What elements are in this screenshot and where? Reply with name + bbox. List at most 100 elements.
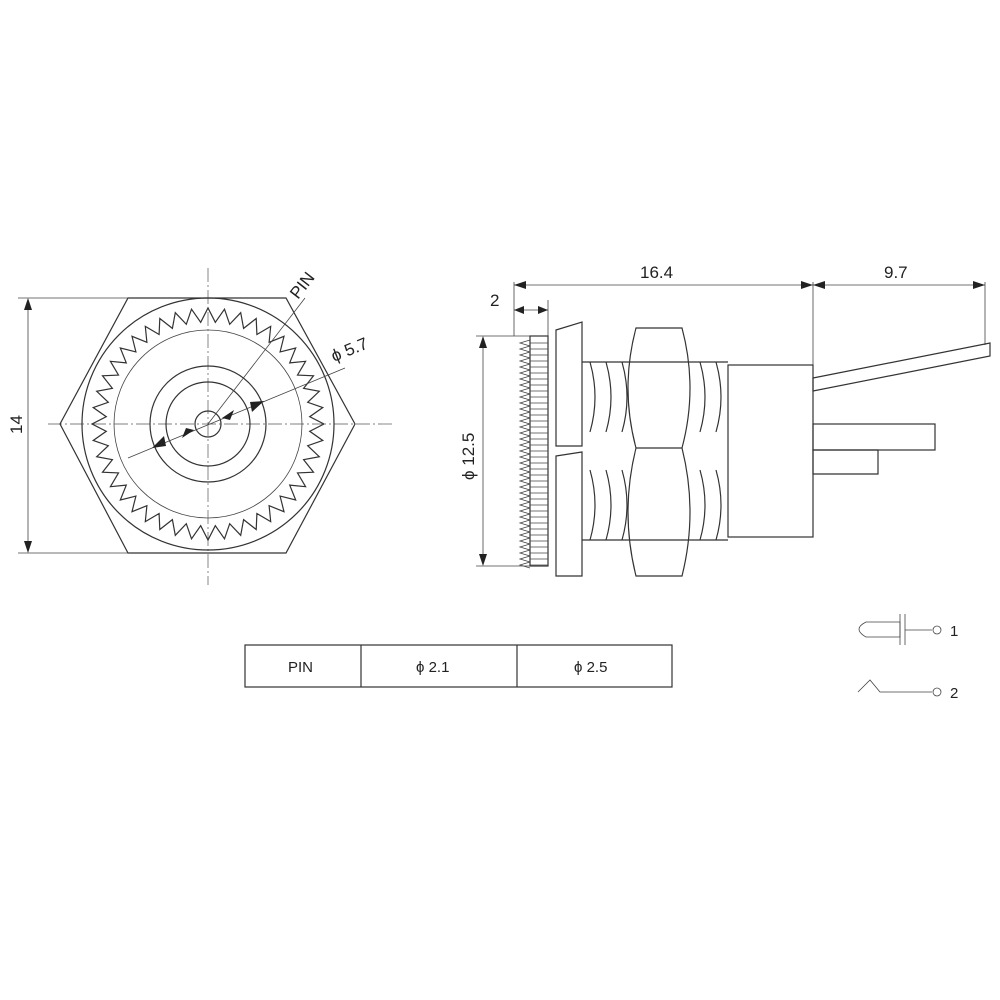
flange-tooth [518,549,531,557]
dim-arrow [514,306,524,314]
flange-tooth [518,423,531,431]
thread-ridge [589,361,596,433]
flange-tooth [518,375,531,383]
flange-tooth [518,405,531,413]
flange-tooth [518,393,531,401]
dim-arrow [514,281,526,289]
dim-arrow [250,401,264,412]
thread-ridge [699,361,706,433]
dim-arrow [152,436,166,448]
flange-tooth [518,369,531,377]
thread-ridge [621,361,628,433]
center-pin-circle [194,410,222,438]
washer-upper [555,321,583,447]
table-cell-option-2: ϕ 2.5 [574,659,607,676]
terminal-lower-blade [812,449,879,475]
flange-tooth [518,507,531,515]
flange-tooth [518,537,531,545]
flange-thickness-label: 2 [490,291,499,310]
flange-tooth [518,357,531,365]
inner-diameter-label: ϕ 5.7 [328,334,370,366]
dim-arrow [182,428,194,438]
table-border [244,644,673,688]
table-header-pin: PIN [288,659,313,676]
flange-tooth [518,363,531,371]
thread-ridge [699,469,706,541]
flange-tooth [518,525,531,533]
spring-contact-symbol [857,679,932,693]
side-view: 16.4 9.7 2 ϕ 12.5 [459,263,991,577]
pin-label: PIN [286,268,318,302]
flange-tooth [518,381,531,389]
pin-leader-line [207,297,306,425]
height-dimension-label: 14 [7,415,26,434]
flange-tooth [518,495,531,503]
terminal-center-blade [812,423,936,451]
flange-tooth [518,411,531,419]
flange-tooth [518,435,531,443]
thread-lower [589,469,722,541]
thread-ridge [605,361,612,433]
dim-arrow [973,281,985,289]
flange-tooth [518,459,531,467]
flange-tooth [518,561,531,569]
front-view: PIN ϕ 5.7 14 [7,268,392,585]
hex-nut-outline [59,297,356,554]
flange-diameter-label: ϕ 12.5 [459,433,478,480]
dim-arrow [538,306,548,314]
body-length-label: 16.4 [640,263,673,282]
terminal-1-label: 1 [950,623,958,640]
dim-arrow [479,554,487,566]
flange-tooth [518,483,531,491]
flange-tooth [518,555,531,563]
terminal-length-label: 9.7 [884,263,908,282]
side-hex-nut [627,327,691,577]
flange-tooth [518,489,531,497]
terminal-2-label: 2 [950,685,958,702]
flange-tooth [518,453,531,461]
flange-tooth [518,465,531,473]
dim-arrow [24,298,32,310]
flange-tooth [518,345,531,353]
flange-tooth [518,477,531,485]
flange-tooth [518,501,531,509]
washer-lower [555,451,583,577]
flange-tooth [518,519,531,527]
flange-tooth [518,399,531,407]
flange-tooth [518,543,531,551]
thread-ridge [621,469,628,541]
pin-size-table: PIN ϕ 2.1 ϕ 2.5 [244,644,673,688]
bore-outer-circle [149,365,267,483]
dim-arrow [222,410,234,420]
flange-tooth [518,429,531,437]
thread-ridge [605,469,612,541]
flange-tooth [518,513,531,521]
inner-ring [113,329,303,519]
knurled-ring [90,306,325,542]
flange-tooth [518,471,531,479]
outer-ring [81,297,335,551]
terminal-2-node [932,687,942,697]
flange-tooth [518,531,531,539]
dim-arrow [801,281,813,289]
flange-tooth [518,441,531,449]
pin-symbol [858,621,901,638]
flange-tooth [518,339,531,347]
dim-arrow [479,336,487,348]
thread-ridge [589,469,596,541]
table-cell-option-1: ϕ 2.1 [416,659,449,676]
dim-arrow [813,281,825,289]
flange-tooth [518,351,531,359]
thread-upper [589,361,722,433]
terminal-schematic: 1 2 [857,614,958,702]
dim-arrow [24,541,32,553]
flange-tooth [518,387,531,395]
flange-tooth [518,417,531,425]
thread-ridge [715,469,722,541]
rear-body [727,364,814,538]
bore-inner-circle [165,381,251,467]
terminal-upper-wire [812,342,991,392]
flange-tooth [518,447,531,455]
flange-knurl-teeth [518,339,548,569]
